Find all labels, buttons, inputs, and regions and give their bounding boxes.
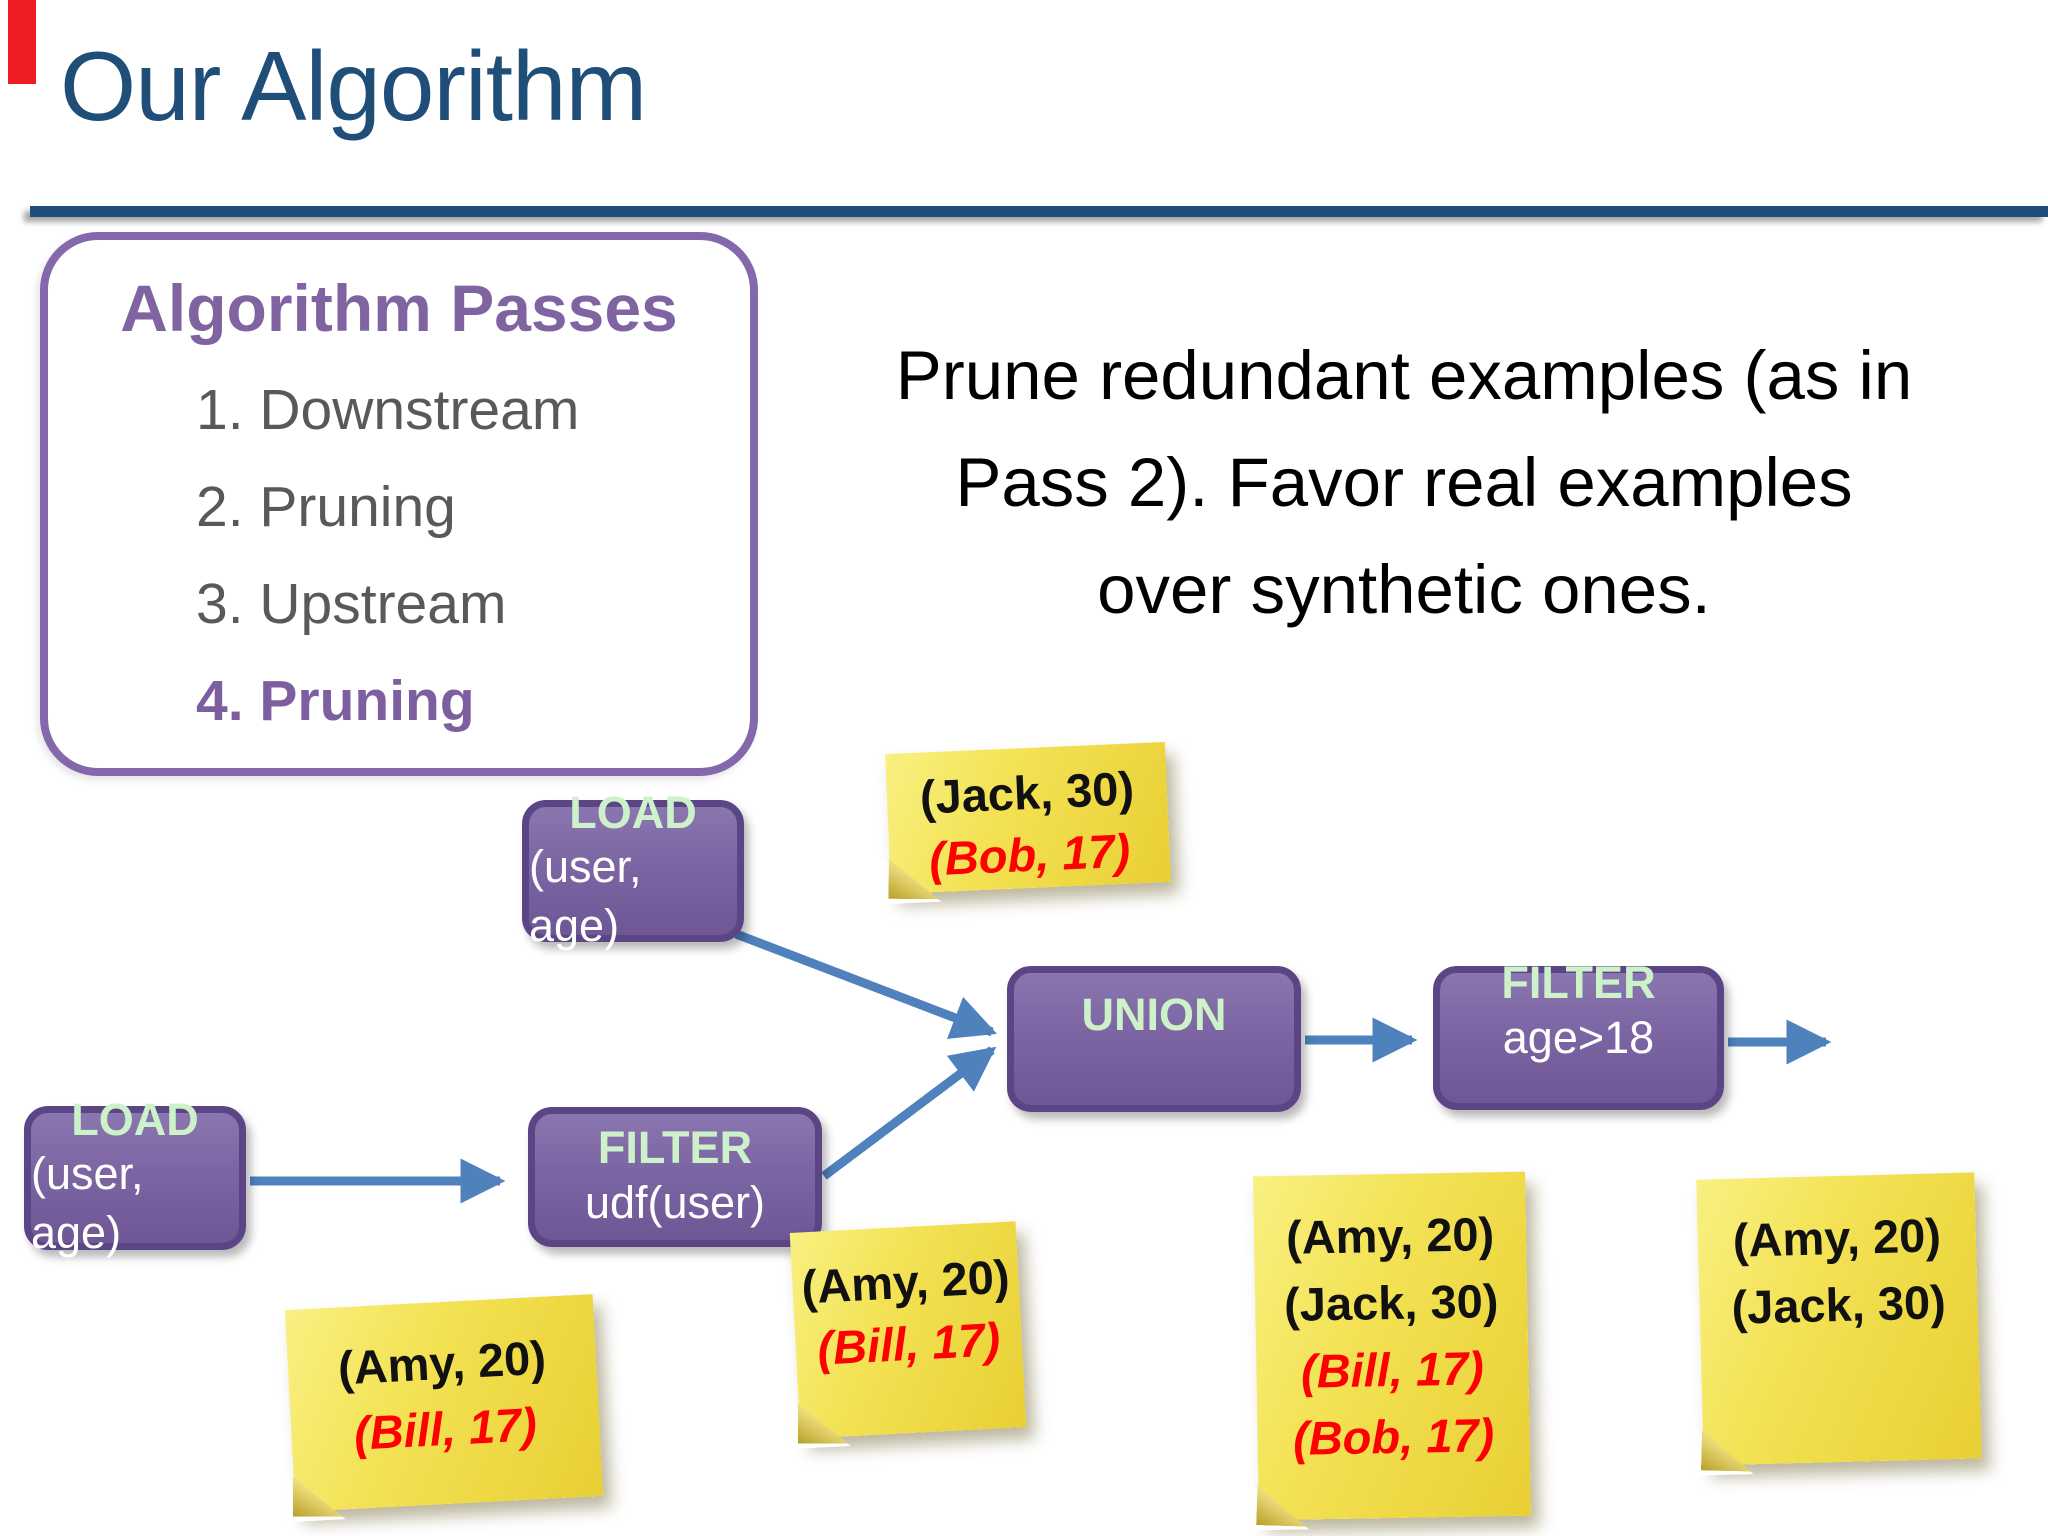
note-line-real: (Amy, 20): [1732, 1208, 1942, 1267]
operator-load-top: LOAD (user, age): [522, 787, 744, 951]
note-line-real: (Amy, 20): [1285, 1207, 1495, 1264]
passes-item-pruning-4-active: 4. Pruning: [196, 669, 475, 733]
title-divider: [30, 206, 2048, 217]
sticky-note-load-top: (Jack, 30) (Bob, 17): [885, 741, 1171, 895]
algorithm-passes-panel: Algorithm Passes 1. Downstream 2. Prunin…: [40, 232, 758, 776]
sticky-note-load-bottom: (Amy, 20) (Bill, 17): [284, 1294, 604, 1512]
operator-union: UNION: [1007, 966, 1301, 1112]
note-line-synthetic: (Bob, 17): [928, 823, 1132, 886]
operator-filter-age: FILTER age>18: [1433, 957, 1724, 1110]
arrow-filter-udf-to-union: [821, 1046, 997, 1180]
sticky-note-output: (Amy, 20) (Jack, 30): [1696, 1172, 1982, 1466]
operator-load-bottom-title: LOAD: [71, 1093, 199, 1145]
note-line-synthetic: (Bill, 17): [1300, 1341, 1485, 1398]
note-line-synthetic: (Bill, 17): [816, 1312, 1002, 1375]
red-accent-bar: [8, 0, 36, 84]
note-line-real: (Jack, 30): [1730, 1275, 1947, 1334]
sticky-note-filter-udf: (Amy, 20) (Bill, 17): [789, 1221, 1027, 1439]
passes-item-upstream: 3. Upstream: [196, 572, 507, 636]
note-line-real: (Jack, 30): [1283, 1274, 1499, 1331]
slide-title: Our Algorithm: [60, 31, 647, 141]
passes-heading: Algorithm Passes: [120, 271, 678, 345]
operator-union-title: UNION: [1081, 989, 1227, 1040]
sticky-note-union: (Amy, 20) (Jack, 30) (Bill, 17) (Bob, 17…: [1253, 1171, 1531, 1521]
passes-list: 1. Downstream 2. Pruning 3. Upstream 4. …: [196, 362, 750, 750]
callout-text: Prune redundant examples (as in Pass 2).…: [760, 322, 2048, 643]
operator-filter-udf-title: FILTER: [597, 1121, 753, 1173]
operator-filter-udf: FILTER udf(user): [528, 1107, 822, 1247]
passes-item-downstream: 1. Downstream: [196, 378, 580, 442]
passes-item-pruning-2: 2. Pruning: [196, 475, 456, 539]
callout-line-2: Pass 2). Favor real examples: [955, 444, 1853, 521]
note-line-synthetic: (Bob, 17): [1292, 1408, 1495, 1465]
operator-load-bottom-schema: (user, age): [31, 1148, 144, 1258]
callout-line-3: over synthetic ones.: [1097, 551, 1711, 628]
operator-filter-age-title: FILTER: [1501, 957, 1656, 1008]
operator-load-top-schema: (user, age): [529, 841, 642, 951]
operator-load-bottom: LOAD (user, age): [24, 1094, 246, 1258]
callout-line-1: Prune redundant examples (as in: [895, 337, 1913, 414]
operator-filter-udf-predicate: udf(user): [584, 1176, 766, 1228]
operator-filter-age-predicate: age>18: [1502, 1011, 1655, 1063]
arrow-load-top-to-union: [734, 929, 998, 1039]
operator-load-top-title: LOAD: [569, 786, 697, 838]
